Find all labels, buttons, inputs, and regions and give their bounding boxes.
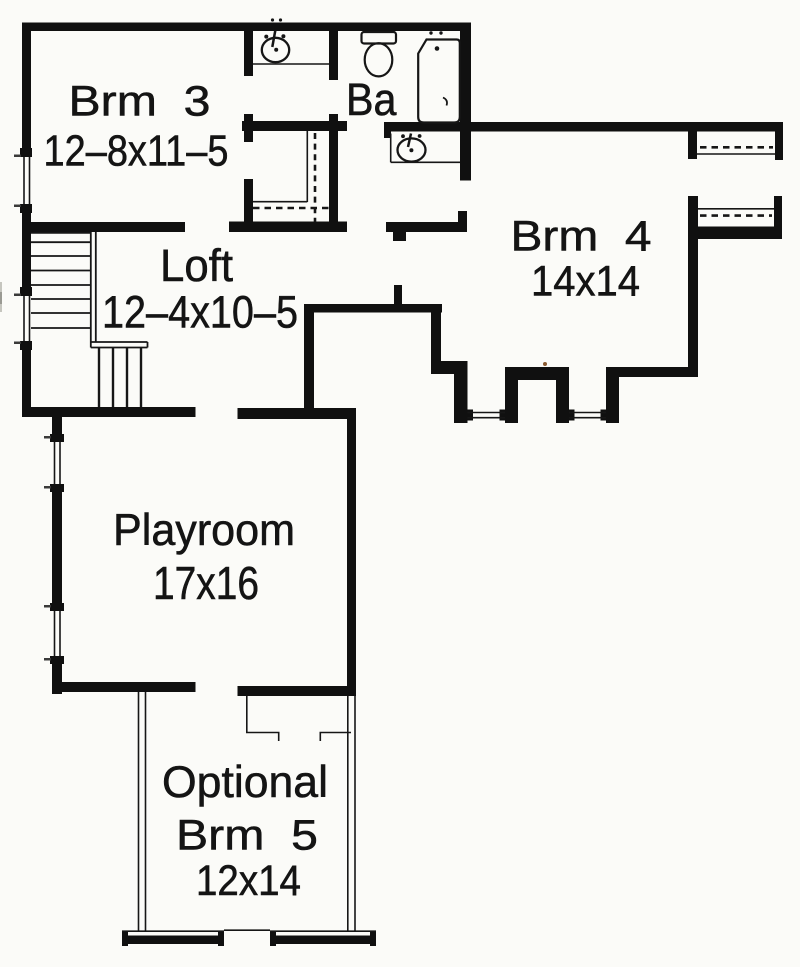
svg-text:12–4x10–5: 12–4x10–5 (102, 287, 298, 338)
svg-text:Brm 3: Brm 3 (69, 78, 211, 126)
svg-text:Brm 5: Brm 5 (176, 812, 318, 860)
svg-text:12–8x11–5: 12–8x11–5 (44, 127, 229, 176)
svg-text:Loft: Loft (160, 240, 233, 291)
svg-text:Brm 4: Brm 4 (511, 213, 652, 261)
svg-text:Playroom: Playroom (113, 506, 295, 555)
svg-text:Optional: Optional (162, 758, 328, 807)
svg-text:14x14: 14x14 (531, 258, 640, 306)
svg-text:17x16: 17x16 (153, 557, 259, 609)
svg-text:Ba: Ba (346, 74, 397, 125)
svg-text:12x14: 12x14 (196, 857, 301, 905)
